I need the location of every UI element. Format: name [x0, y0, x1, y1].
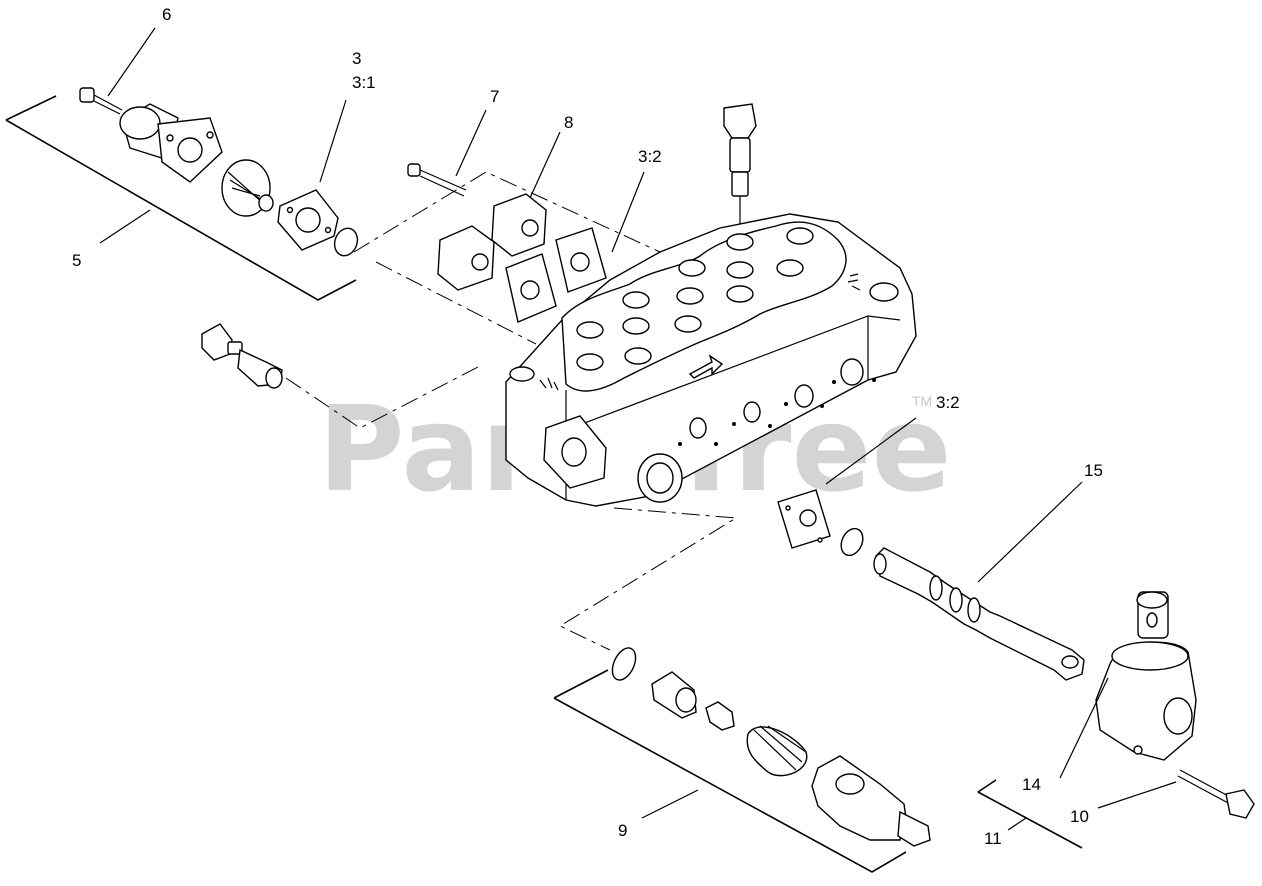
callout-15: 15: [1084, 461, 1103, 480]
leader-6: [107, 27, 156, 97]
lever-bracket-14: [1059, 591, 1197, 779]
screw-10: [1097, 769, 1255, 819]
screw-7: [407, 163, 467, 197]
solenoid-body: [119, 103, 223, 183]
watermark-trademark: TM: [912, 393, 932, 409]
top-plug: [723, 103, 757, 232]
o-ring-lower: [611, 647, 637, 681]
o-ring-right: [840, 527, 864, 557]
o-ring-upper-left: [333, 227, 359, 257]
relief-valve-9: [553, 647, 931, 873]
leader-7: [455, 109, 487, 177]
spring-lower: [746, 725, 808, 777]
callout-7: 7: [490, 87, 499, 106]
leader-9: [641, 789, 699, 819]
callout-6: 6: [162, 5, 171, 24]
cube-block-front: [437, 225, 495, 291]
leader-10: [1097, 781, 1177, 809]
valve-body: [285, 103, 917, 651]
callout-3: 3: [352, 49, 361, 68]
solenoid-assembly: [5, 27, 359, 301]
callout-9: 9: [618, 821, 627, 840]
right-cover-plate: [777, 417, 917, 557]
leader-15: [977, 481, 1083, 583]
leader-14: [1059, 677, 1109, 779]
bracket-9: [553, 669, 907, 873]
square-plate-front: [505, 253, 557, 323]
screw-6: [79, 87, 123, 115]
callout-10: 10: [1070, 807, 1089, 826]
bracket-11: [977, 779, 1083, 849]
callout-14: 14: [1022, 775, 1041, 794]
leader-3-2-right: [825, 417, 917, 485]
flange-plate: [277, 189, 339, 251]
bracket-5: [5, 95, 357, 301]
spool-15: [873, 481, 1085, 681]
callout-8: 8: [564, 113, 573, 132]
spring: [221, 159, 274, 217]
leader-5: [99, 209, 151, 244]
leader-11: [1007, 817, 1027, 831]
callout-5: 5: [72, 251, 81, 270]
callout-11: 11: [984, 829, 1002, 848]
leader-3: [319, 99, 347, 183]
callout-3-2-top: 3:2: [638, 147, 662, 166]
left-plug-fitting: [201, 323, 283, 389]
cover-plates: [353, 109, 661, 345]
callout-3-1: 3:1: [352, 73, 376, 92]
callout-3-2-right: 3:2: [936, 393, 960, 412]
cube-block-rear: [491, 193, 547, 257]
leader-8: [529, 131, 561, 199]
leader-3-2-top: [611, 171, 645, 253]
square-plate-rear: [555, 227, 607, 293]
